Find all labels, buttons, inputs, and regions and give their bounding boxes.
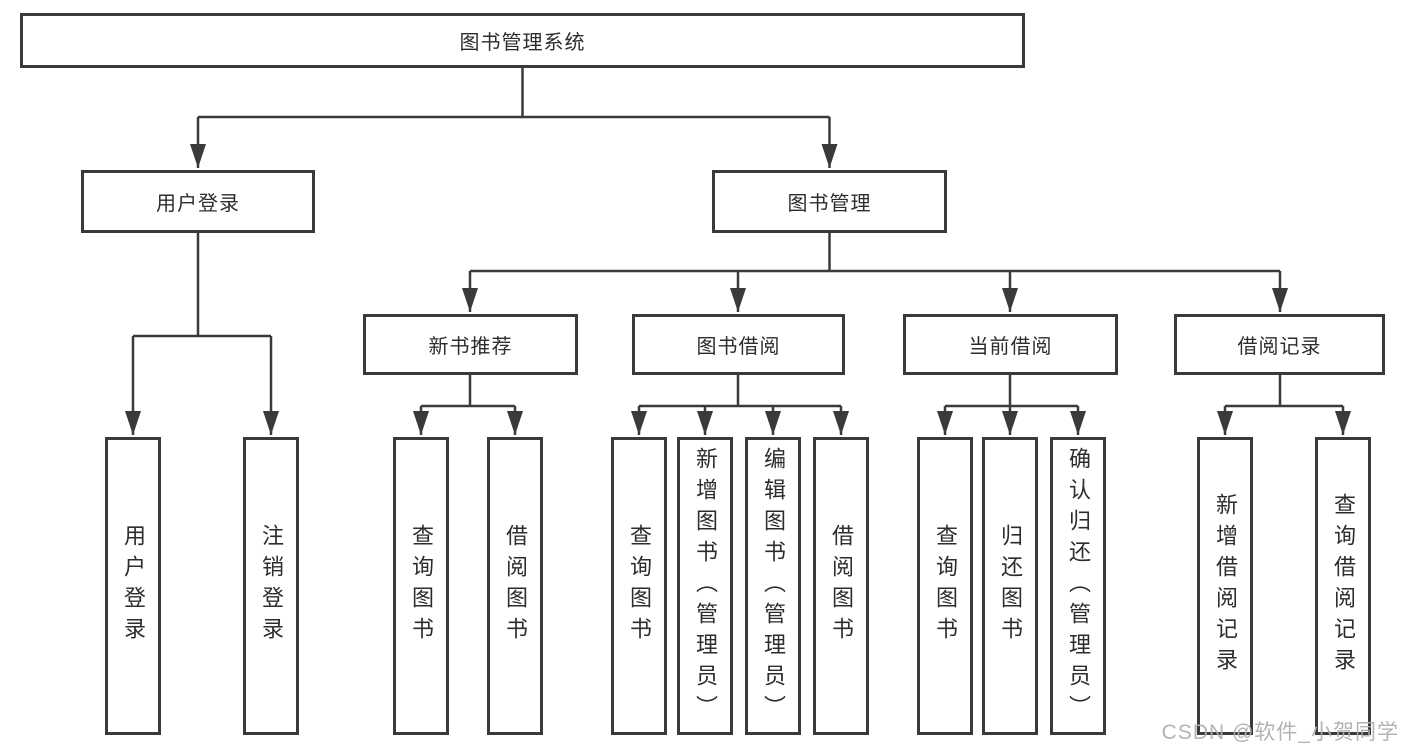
node-label: 新增图书（管理员） [693,446,718,726]
node-label: 当前借阅 [968,336,1053,358]
node-label: 借阅记录 [1237,336,1322,358]
node-label: 图书借阅 [696,336,781,358]
csdn-watermark: CSDN @软件_小贺同学 [1161,721,1399,744]
node-book-management: 图书管理 [712,170,947,233]
node-new-book-recommend: 新书推荐 [363,314,578,375]
leaf-borrow-borrow-books: 借阅图书 [813,437,869,735]
leaf-user-login: 用户登录 [105,437,161,735]
node-label: 图书管理系统 [459,32,586,54]
node-label: 编辑图书（管理员） [761,446,786,726]
leaf-records-search-record: 查询借阅记录 [1315,437,1371,735]
node-label: 注销登录 [259,524,284,648]
node-borrow-records: 借阅记录 [1174,314,1385,375]
node-label: 查询借阅记录 [1331,493,1356,679]
node-library-management-system: 图书管理系统 [20,13,1025,68]
node-label: 新书推荐 [428,336,513,358]
node-label: 查询图书 [933,524,958,648]
node-label: 图书管理 [787,193,872,215]
node-book-borrow: 图书借阅 [632,314,845,375]
node-label: 归还图书 [998,524,1023,648]
leaf-logout: 注销登录 [243,437,299,735]
node-label: 用户登录 [121,524,146,648]
node-label: 查询图书 [409,524,434,648]
node-label: 新增借阅记录 [1213,493,1238,679]
leaf-borrow-search-books: 查询图书 [611,437,667,735]
leaf-current-search-books: 查询图书 [917,437,973,735]
node-user-login: 用户登录 [81,170,315,233]
node-current-borrow: 当前借阅 [903,314,1118,375]
leaf-current-return-books: 归还图书 [982,437,1038,735]
leaf-recommend-search-books: 查询图书 [393,437,449,735]
leaf-borrow-add-books-admin: 新增图书（管理员） [677,437,733,735]
node-label: 用户登录 [156,193,240,215]
node-label: 借阅图书 [829,524,854,648]
node-label: 借阅图书 [503,524,528,648]
node-label: 查询图书 [627,524,652,648]
leaf-borrow-edit-books-admin: 编辑图书（管理员） [745,437,801,735]
node-label: 确认归还（管理员） [1066,446,1091,726]
leaf-records-add-record: 新增借阅记录 [1197,437,1253,735]
leaf-current-confirm-return-admin: 确认归还（管理员） [1050,437,1106,735]
leaf-recommend-borrow-books: 借阅图书 [487,437,543,735]
